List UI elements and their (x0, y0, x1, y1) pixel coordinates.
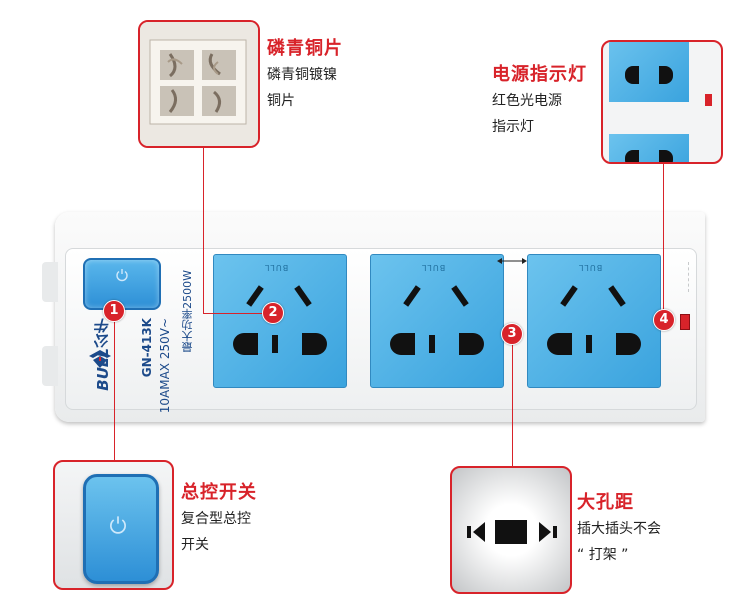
callout-3-title: 大孔距 (577, 492, 634, 513)
switch-closeup (83, 474, 159, 584)
cord-stub-top (42, 262, 58, 302)
callout-4-title: 电源指示灯 (492, 64, 587, 85)
socket-holes (390, 285, 484, 355)
callout-4-line (663, 160, 664, 320)
callout-4-image (601, 40, 723, 164)
callout-1-badge: 1 (103, 300, 125, 322)
callout-3-badge: 3 (501, 323, 523, 345)
callout-2-desc-line1: 磷青铜镀镍 (267, 67, 337, 83)
power-icon (110, 516, 126, 534)
socket-holes (233, 285, 327, 355)
spacing-arrows-icon (467, 520, 557, 544)
callout-4-desc-line2: 指示灯 (492, 119, 534, 135)
model-text: GN-413K (140, 318, 154, 378)
callout-4-desc-line1: 红色光电源 (492, 93, 562, 109)
callout-3-image (450, 466, 572, 594)
strip-right-vent (688, 262, 701, 292)
callout-3-desc-line2: “ 打架 ” (577, 547, 629, 563)
callout-2-line-h (203, 313, 270, 314)
master-switch[interactable] (83, 258, 161, 310)
power-strip-logo-icon (89, 350, 111, 368)
cord-stub-bottom (42, 346, 58, 386)
callout-1-image (53, 460, 174, 590)
socket-holes (547, 285, 641, 355)
callout-1-title: 总控开关 (181, 482, 257, 503)
socket-3: BULL (527, 254, 661, 388)
callout-3-line (512, 334, 513, 468)
callout-2-badge: 2 (262, 302, 284, 324)
indicator-light-icon (705, 94, 712, 106)
spacing-arrow-icon (497, 258, 527, 264)
brand-logo-text: BULL公牛 (94, 318, 112, 391)
callout-2-line (203, 146, 204, 314)
callout-1-desc-line2: 开关 (181, 537, 209, 553)
callout-2-image (138, 20, 260, 148)
indicator-light (680, 314, 690, 330)
callout-2-desc-line2: 铜片 (267, 93, 295, 109)
socket-closeup-top (609, 42, 689, 102)
callout-2-title: 磷青铜片 (267, 38, 343, 59)
callout-1-line (114, 310, 115, 462)
socket-closeup-bottom (609, 134, 689, 162)
callout-3-desc-line1: 插大插头不会 (577, 521, 661, 537)
socket-2: BULL (370, 254, 504, 388)
max-power-text: 最大功率2500W (181, 270, 194, 353)
copper-contacts-closeup (140, 22, 258, 146)
callout-4-badge: 4 (653, 309, 675, 331)
callout-1-desc-line1: 复合型总控 (181, 511, 251, 527)
power-icon (116, 269, 128, 282)
rating-text: 10AMAX 250V~ (158, 318, 172, 414)
